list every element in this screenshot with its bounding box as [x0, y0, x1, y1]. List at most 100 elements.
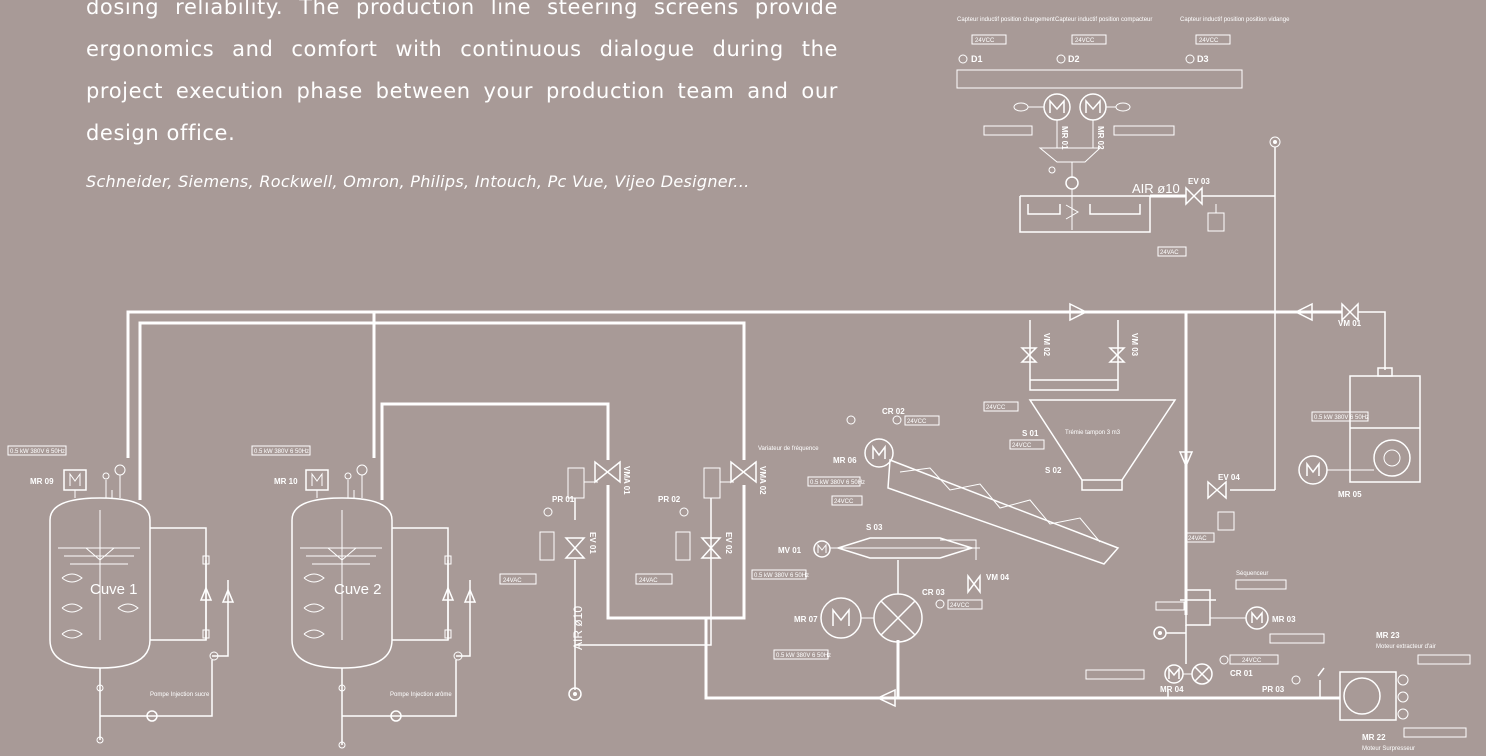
compactor-rail: [956, 69, 1243, 89]
compressor-unit: PR 03 MR 23 Moteur extracteur d'air MR 2…: [1262, 631, 1471, 752]
s01-voltage: 24VCC: [1012, 443, 1032, 449]
ev04-voltage: 24VAC: [1188, 536, 1207, 542]
label-mr02: MR 02: [1096, 126, 1105, 150]
mr07-rating: 0.5 kW 380V 6 50Hz: [776, 653, 831, 659]
label-s02: S 02: [1045, 466, 1062, 475]
tank-2: Cuve 2 MR 10 0.5 kW 380V 6 50Hz Pompe In…: [251, 445, 477, 749]
vm01-valve-icon: [1341, 302, 1359, 322]
label-mv01: MV 01: [778, 546, 802, 555]
label-pr01: PR 01: [552, 495, 575, 504]
vma02-valve-icon: [730, 460, 757, 484]
label-mr23: MR 23: [1376, 631, 1400, 640]
label-ev03: EV 03: [1188, 177, 1210, 186]
hopper-voltage: 24VCC: [986, 405, 1006, 411]
sensor-d3-title: Capteur inductif position position vidan…: [1180, 17, 1290, 23]
label-mr10: MR 10: [274, 477, 298, 486]
ev02-voltage: 24VAC: [639, 578, 658, 584]
mv01-rating: 0.5 kW 380V 6 50Hz: [754, 573, 809, 579]
conveyor: CR 02 24VCC Variateur de fréquence MR 06…: [751, 407, 1120, 660]
cr03-voltage: 24VCC: [950, 603, 970, 609]
label-sequenceur: Séquenceur: [1236, 571, 1268, 577]
mr06-rating: 0.5 kW 380V 6 50Hz: [810, 480, 865, 486]
label-s03: S 03: [866, 523, 883, 532]
ev03-voltage: 24VAC: [1160, 250, 1179, 256]
label-air-left: AIR ø10: [571, 606, 585, 650]
label-cuve2: Cuve 2: [334, 581, 382, 598]
vma01-valve-icon: [594, 460, 621, 484]
mr10-rating: 0.5 kW 380V 6 50Hz: [254, 449, 309, 455]
sensor-d2-title: Capteur inductif position compacteur: [1055, 17, 1152, 23]
label-vma01: VMA 01: [622, 466, 631, 495]
label-ev01: EV 01: [588, 532, 597, 554]
label-mr01: MR 01: [1060, 126, 1069, 150]
label-pr02: PR 02: [658, 495, 681, 504]
mr06-motor-icon: [864, 438, 894, 468]
label-vma02: VMA 02: [758, 466, 767, 495]
label-mr22: MR 22: [1362, 733, 1386, 742]
label-cr01: CR 01: [1230, 669, 1253, 678]
ev03-valve-icon: [1185, 186, 1203, 206]
ev01-voltage: 24VAC: [503, 578, 522, 584]
d3-voltage: 24VCC: [1199, 38, 1219, 44]
sensor-d1: D1: [971, 54, 983, 64]
sensor-d1-title: Capteur inductif position chargement: [957, 17, 1055, 23]
label-variateur: Variateur de fréquence: [758, 446, 819, 452]
sensor-d2: D2: [1068, 54, 1080, 64]
mr10-motor-icon: [305, 469, 329, 491]
d3-voltage-box: [1195, 34, 1231, 45]
d1-voltage-box: [971, 34, 1007, 45]
sensor-d3: D3: [1197, 54, 1209, 64]
label-mr06: MR 06: [833, 456, 857, 465]
d3-sensor-icon: [1185, 54, 1195, 64]
mv01-motor-icon: [813, 540, 831, 558]
ev04-valve-icon: [1207, 480, 1227, 500]
intro-paragraph: dosing reliability. The production line …: [86, 0, 838, 145]
sequencer-area: Séquenceur MR 03 MR 04 24VCC CR 01: [1085, 571, 1325, 694]
label-mr05: MR 05: [1338, 490, 1362, 499]
label-vm01: VM 01: [1338, 319, 1362, 328]
label-cuve1: Cuve 1: [90, 581, 138, 598]
label-pompe2: Pompe Injection arôme: [390, 692, 452, 698]
cr01-voltage: 24VCC: [1242, 658, 1262, 664]
label-vm03: VM 03: [1130, 333, 1139, 357]
mr22-description: Moteur Surpresseur: [1362, 746, 1415, 752]
label-cr02: CR 02: [882, 407, 905, 416]
d2-sensor-icon: [1056, 54, 1066, 64]
label-s01: S 01: [1022, 429, 1039, 438]
ev02-valve-icon: [700, 537, 722, 559]
label-ev02: EV 02: [724, 532, 733, 554]
compactor-module: Capteur inductif position chargement Cap…: [956, 17, 1290, 312]
label-tremie: Trémie tampon 3 m3: [1065, 430, 1121, 436]
hopper: VM 02 VM 03 Trémie tampon 3 m3 24VCC S 0…: [983, 320, 1240, 543]
mr02-motor-icon: [1079, 93, 1107, 121]
d1-voltage: 24VCC: [975, 38, 995, 44]
label-pr03: PR 03: [1262, 685, 1285, 694]
label-mr03: MR 03: [1272, 615, 1296, 624]
main-piping: VM 01: [126, 302, 1386, 708]
mr01-motor-icon: [1043, 93, 1071, 121]
label-pompe1: Pompe Injection sucre: [150, 692, 210, 698]
mr05-unit: 0.5 kW 380V 6 50Hz MR 05: [1298, 367, 1421, 499]
mr05-rating: 0.5 kW 380V 6 50Hz: [1314, 415, 1369, 421]
vm04-valve-icon: [967, 573, 981, 595]
mr06-voltage: 24VCC: [834, 499, 854, 505]
mr09-motor-icon: [63, 469, 87, 491]
d1-sensor-icon: [958, 54, 968, 64]
label-vm02: VM 02: [1042, 333, 1051, 357]
mr05-motor-icon: [1298, 455, 1328, 485]
d2-voltage: 24VCC: [1075, 38, 1095, 44]
valve-group: VMA 01 VMA 02 PR 01 PR 02 EV 01 24VAC EV…: [499, 460, 767, 701]
tank-1: Cuve 1 MR 09 0.5 kW 380V 6 50Hz Pompe In…: [7, 445, 235, 744]
label-cr03: CR 03: [922, 588, 945, 597]
mr07-motor-icon: [820, 597, 862, 639]
ev01-valve-icon: [564, 537, 586, 559]
brands-list: Schneider, Siemens, Rockwell, Omron, Phi…: [86, 172, 750, 191]
cr02-voltage: 24VCC: [907, 419, 927, 425]
label-mr09: MR 09: [30, 477, 54, 486]
label-ev04: EV 04: [1218, 473, 1240, 482]
label-mr04: MR 04: [1160, 685, 1184, 694]
label-mr07: MR 07: [794, 615, 818, 624]
mr23-description: Moteur extracteur d'air: [1376, 644, 1436, 650]
label-air-top: AIR ø10: [1132, 181, 1180, 196]
